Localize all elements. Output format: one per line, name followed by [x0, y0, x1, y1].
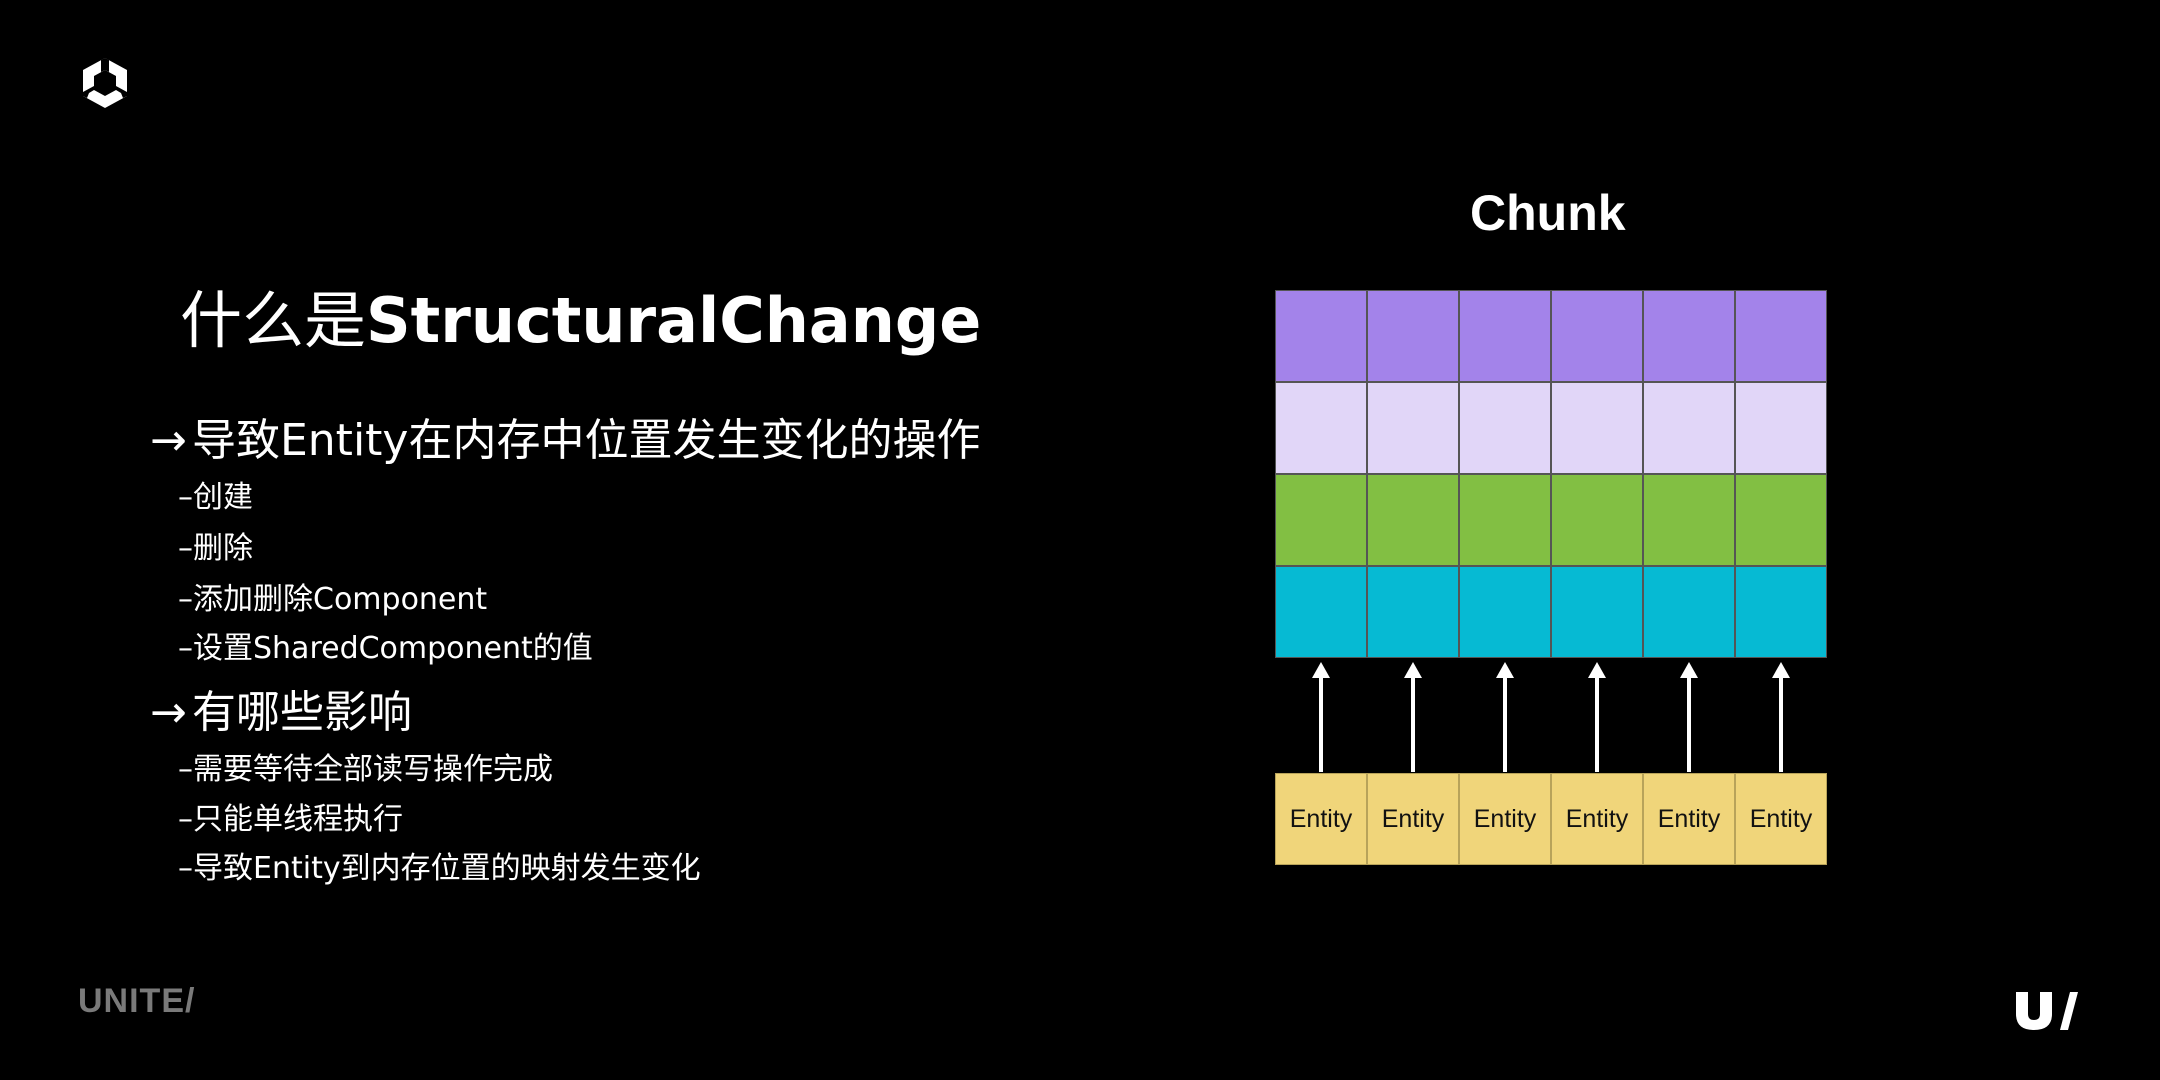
sub-item: –导致Entity到内存位置的映射发生变化 [178, 851, 701, 886]
entity-cell: Entity [1551, 773, 1643, 865]
bullet-1: →导致Entity在内存中位置发生变化的操作 [150, 404, 980, 468]
chunk-cell [1643, 566, 1735, 658]
chunk-cell [1735, 290, 1827, 382]
unite-logo: UNITE/ [78, 982, 196, 1020]
sub-item: –添加删除Component [178, 582, 488, 617]
chunk-cell [1367, 474, 1459, 566]
entity-arrows [1312, 662, 1790, 772]
chunk-cell [1275, 566, 1367, 658]
arrow-up-icon [1312, 662, 1330, 772]
sub-item: –只能单线程执行 [178, 802, 403, 837]
entity-cell: Entity [1367, 773, 1459, 865]
entity-cell: Entity [1275, 773, 1367, 865]
bullet-2-text: 有哪些影响 [192, 687, 412, 738]
entity-cell: Entity [1643, 773, 1735, 865]
chunk-cell [1643, 290, 1735, 382]
chunk-cell [1551, 566, 1643, 658]
chunk-cell [1643, 382, 1735, 474]
entity-cell: Entity [1735, 773, 1827, 865]
chunk-cell [1551, 290, 1643, 382]
bullet-2: →有哪些影响 [150, 676, 412, 740]
slide-title: 什么是StructuralChange [180, 270, 981, 360]
chunk-cell [1459, 382, 1551, 474]
chunk-cell [1643, 474, 1735, 566]
chunk-cell [1735, 474, 1827, 566]
chunk-grid [1275, 290, 1827, 658]
bullet-1-text: 导致Entity在内存中位置发生变化的操作 [192, 415, 981, 466]
sub-item: –需要等待全部读写操作完成 [178, 752, 553, 787]
chunk-cell [1459, 290, 1551, 382]
sub-item: –创建 [178, 480, 253, 515]
slide-title-bold: StructuralChange [366, 284, 982, 357]
chunk-title: Chunk [1470, 185, 1626, 241]
arrow-up-icon [1496, 662, 1514, 772]
chunk-cell [1459, 566, 1551, 658]
chunk-cell [1275, 382, 1367, 474]
chunk-cell [1551, 474, 1643, 566]
chunk-cell [1735, 382, 1827, 474]
chunk-cell [1735, 566, 1827, 658]
arrow-up-icon [1680, 662, 1698, 772]
chunk-cell [1367, 290, 1459, 382]
chunk-cell [1459, 474, 1551, 566]
arrow-up-icon [1588, 662, 1606, 772]
chunk-cell [1367, 382, 1459, 474]
sub-item: –设置SharedComponent的值 [178, 631, 593, 666]
sub-item: –删除 [178, 531, 253, 566]
entity-cell: Entity [1459, 773, 1551, 865]
unity-cube-icon [83, 58, 127, 108]
chunk-cell [1367, 566, 1459, 658]
bullet-arrow-icon: → [150, 687, 187, 738]
u-slash-logo-icon [2016, 992, 2078, 1030]
slide-title-prefix: 什么是 [180, 284, 367, 357]
chunk-cell [1275, 290, 1367, 382]
arrow-up-icon [1404, 662, 1422, 772]
bullet-arrow-icon: → [150, 415, 187, 466]
chunk-cell [1275, 474, 1367, 566]
chunk-cell [1551, 382, 1643, 474]
arrow-up-icon [1772, 662, 1790, 772]
